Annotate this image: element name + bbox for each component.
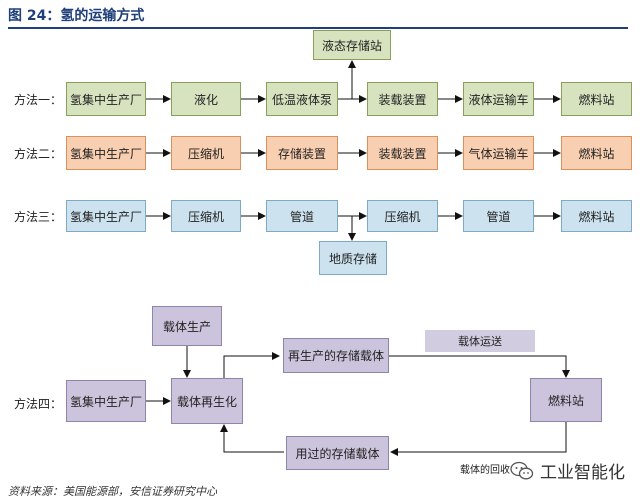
m1-node-1: 氢集中生产厂 xyxy=(66,82,146,116)
arrow-m4-used-in xyxy=(220,424,284,453)
method-3-label: 方法三： xyxy=(14,210,63,224)
m3-node-4: 压缩机 xyxy=(367,200,438,232)
m3-node-1: 氢集中生产厂 xyxy=(66,200,146,232)
m3-node-3: 管道 xyxy=(266,200,338,232)
arrow-m4-return xyxy=(390,422,567,456)
method-1-label: 方法一： xyxy=(14,93,63,107)
source-note: 资料来源：美国能源部，安信证券研究中心 xyxy=(8,485,217,498)
m4-fuel-station: 燃料站 xyxy=(530,378,602,422)
m1-node-6: 燃料站 xyxy=(561,82,632,116)
wechat-icon xyxy=(510,461,534,479)
m3-node-6: 燃料站 xyxy=(561,200,632,232)
m2-node-3: 存储装置 xyxy=(266,136,338,170)
method-4-label: 方法四： xyxy=(14,397,63,411)
m4-regeneration: 载体再生化 xyxy=(171,378,243,424)
m4-transport-label: 载体运送 xyxy=(425,330,535,352)
m4-used-carrier: 用过的存储载体 xyxy=(286,436,389,470)
title-rule xyxy=(8,27,628,29)
arrow-m4-regen-out xyxy=(223,352,280,379)
m1-node-5: 液体运输车 xyxy=(463,82,534,116)
figure-title: 图 24：氢的运输方式 xyxy=(8,8,145,24)
m2-node-1: 氢集中生产厂 xyxy=(66,136,146,170)
m3-storage: 地质存储 xyxy=(319,241,387,275)
m2-node-2: 压缩机 xyxy=(171,136,241,170)
m4-carrier-production: 载体生产 xyxy=(152,306,222,346)
m3-node-2: 压缩机 xyxy=(171,200,241,232)
m1-node-2: 液化 xyxy=(171,82,241,116)
m4-plant: 氢集中生产厂 xyxy=(66,380,146,422)
m1-node-4: 装载装置 xyxy=(367,82,438,116)
m1-storage: 液态存储站 xyxy=(313,30,391,60)
method-2-label: 方法二： xyxy=(14,147,63,161)
m1-node-3: 低温液体泵 xyxy=(266,82,338,116)
m2-node-6: 燃料站 xyxy=(561,136,632,170)
m2-node-4: 装载装置 xyxy=(367,136,438,170)
m2-node-5: 气体运输车 xyxy=(463,136,534,170)
m4-return-label: 载体的回收 xyxy=(460,465,510,476)
m3-node-5: 管道 xyxy=(463,200,534,232)
watermark-text: 工业智能化 xyxy=(540,463,625,483)
m4-regenerated-carrier: 再生产的存储载体 xyxy=(283,338,389,373)
watermark: 工业智能化 xyxy=(510,458,625,483)
arrow-m4-transport xyxy=(389,355,570,378)
